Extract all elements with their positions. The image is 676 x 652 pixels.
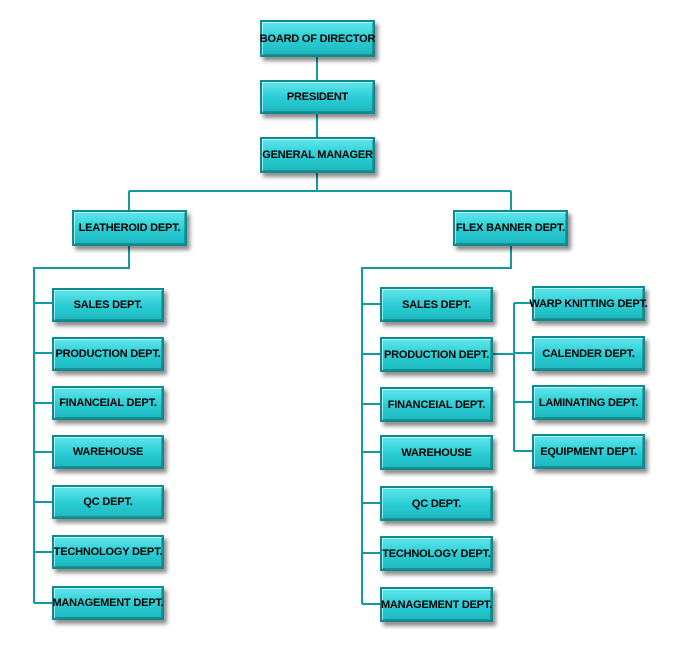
leatheroid-dept-item: TECHNOLOGY DEPT.	[52, 535, 164, 569]
line-leatheroid-depts	[33, 246, 130, 604]
production-unit-item: WARP KNITTING DEPT.	[529, 286, 648, 321]
flex-dept-item: WAREHOUSE	[380, 435, 493, 470]
flex-dept-item: PRODUCTION DEPT.	[380, 337, 493, 372]
flex-dept-item: TECHNOLOGY DEPT.	[380, 536, 493, 571]
leatheroid-dept-item: PRODUCTION DEPT.	[52, 337, 164, 371]
production-unit-item: EQUIPMENT DEPT.	[532, 434, 645, 469]
line-flex-depts	[361, 246, 512, 605]
box-flex-banner-dept: FLEX BANNER DEPT.	[453, 210, 568, 246]
flex-dept-item: MANAGEMENT DEPT.	[380, 587, 493, 622]
leatheroid-dept-item: SALES DEPT.	[52, 288, 164, 322]
flex-dept-item: FINANCEIAL DEPT.	[380, 387, 493, 422]
line-production-units	[493, 302, 532, 452]
box-president: PRESIDENT	[260, 80, 375, 114]
box-board-of-director: BOARD OF DIRECTOR	[260, 20, 375, 57]
leatheroid-dept-item: WAREHOUSE	[52, 435, 164, 469]
flex-dept-item: QC DEPT.	[380, 486, 493, 521]
leatheroid-dept-item: QC DEPT.	[52, 485, 164, 519]
box-leatheroid-dept: LEATHEROID DEPT.	[72, 210, 187, 246]
leatheroid-dept-item: MANAGEMENT DEPT.	[52, 586, 164, 620]
box-general-manager: GENERAL MANAGER	[260, 137, 375, 173]
production-unit-item: CALENDER DEPT.	[532, 336, 645, 371]
production-unit-item: LAMINATING DEPT.	[532, 385, 645, 420]
line-gm-branch	[128, 173, 512, 210]
flex-dept-item: SALES DEPT.	[380, 287, 493, 322]
leatheroid-dept-item: FINANCEIAL DEPT.	[52, 386, 164, 420]
